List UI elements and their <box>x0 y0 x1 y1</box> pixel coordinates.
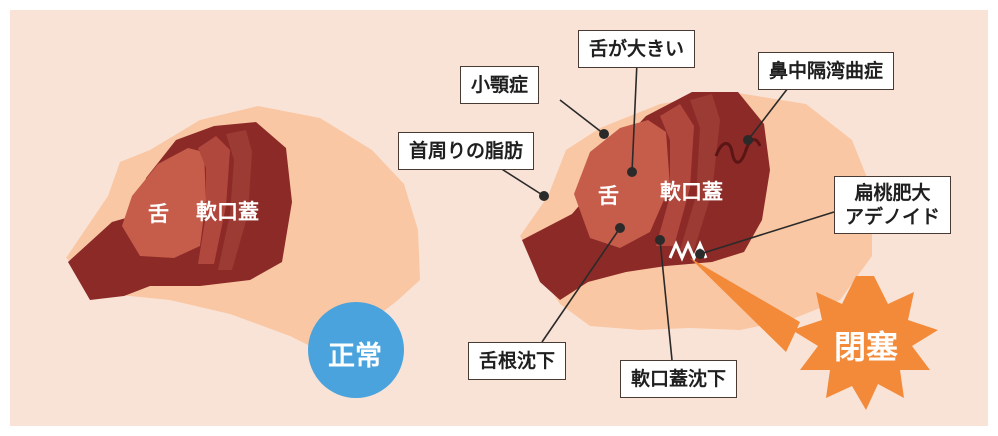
normal-tongue-shape <box>122 148 206 258</box>
blocked-burst-icon <box>792 276 938 410</box>
label-adenoid: アデノイド <box>845 206 941 228</box>
apnea-tongue-shape <box>574 120 670 248</box>
label-tongue-drop: 舌根沈下 <box>468 342 567 380</box>
label-neck-fat: 首周りの脂肪 <box>398 132 535 170</box>
label-deviated-septum: 鼻中隔湾曲症 <box>758 52 895 90</box>
normal-tongue-label: 舌 <box>148 202 169 226</box>
apnea-palate-band-2 <box>680 94 720 250</box>
label-micrognathia: 小顎症 <box>460 66 540 104</box>
normal-palate-band-2 <box>218 130 252 270</box>
normal-palate-band <box>198 136 230 264</box>
blocked-status-text: 閉塞 <box>834 328 899 366</box>
apnea-palate-band <box>656 104 694 246</box>
leader-lines <box>499 61 835 361</box>
label-tonsil: 扁桃肥大 <box>854 182 931 204</box>
label-large-tongue: 舌が大きい <box>578 30 696 68</box>
apnea-head-illustration <box>520 92 872 330</box>
normal-head-illustration <box>66 106 420 350</box>
leader-dots <box>539 129 753 259</box>
enlarged-tonsil-zigzag <box>668 240 708 262</box>
blocked-ray <box>690 258 800 352</box>
label-tonsil-adenoid: 扁桃肥大 アデノイド <box>834 176 952 234</box>
normal-status-text: 正常 <box>328 341 382 372</box>
label-palate-drop: 軟口蓋沈下 <box>620 360 738 398</box>
normal-soft-palate-label: 軟口蓋 <box>196 200 259 224</box>
apnea-tongue-label: 舌 <box>598 184 619 208</box>
deviated-septum-squiggle <box>714 138 762 164</box>
normal-badge-circle <box>308 302 404 398</box>
apnea-soft-palate-label: 軟口蓋 <box>660 180 723 204</box>
